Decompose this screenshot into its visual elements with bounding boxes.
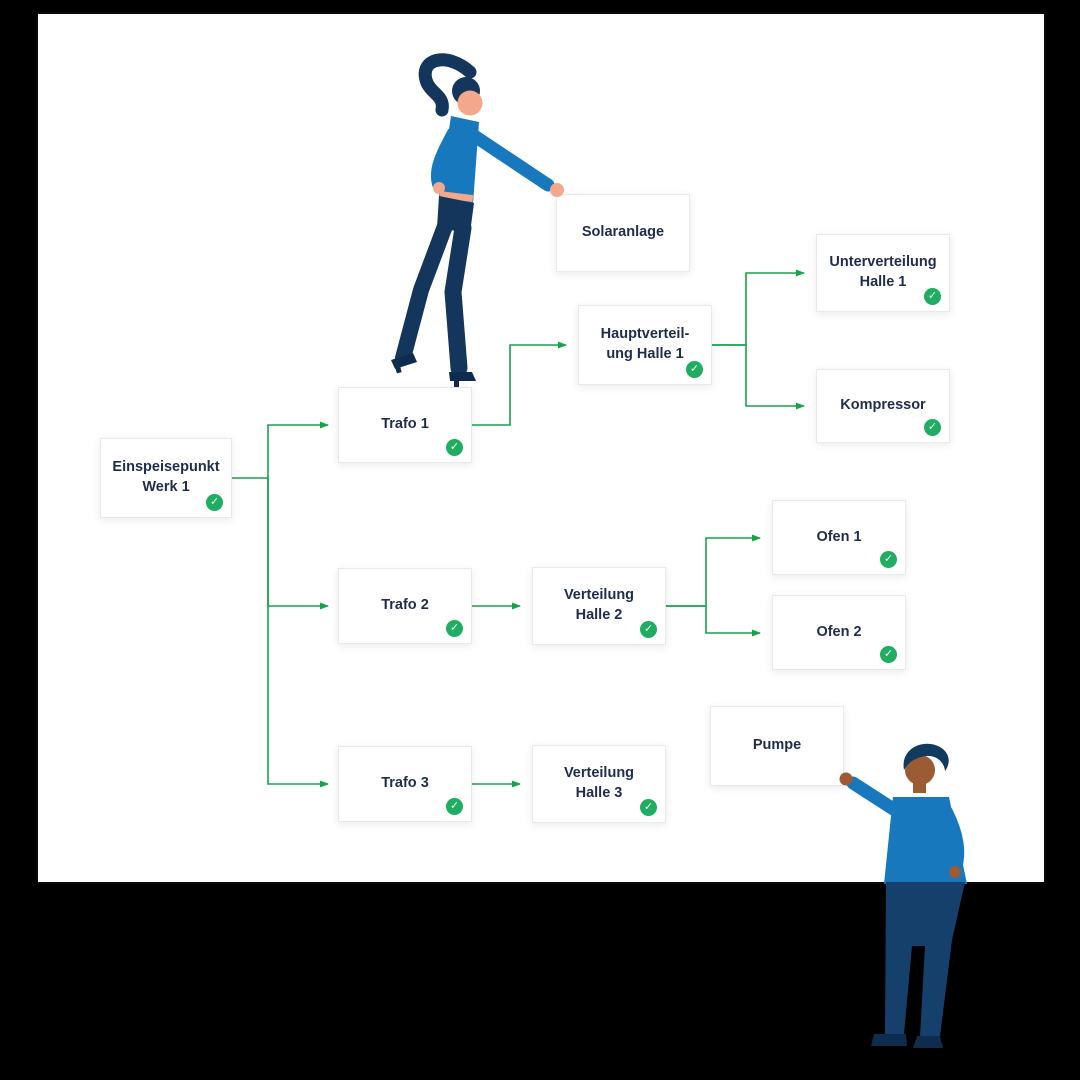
node-ofen-2: Ofen 2 ✓ bbox=[772, 595, 906, 670]
node-label: Verteilung Halle 3 bbox=[563, 765, 635, 801]
node-trafo-1: Trafo 1 ✓ bbox=[338, 387, 472, 463]
node-label: Ofen 1 bbox=[816, 528, 862, 545]
node-trafo-2: Trafo 2 ✓ bbox=[338, 568, 472, 644]
node-verteilung-halle-3: Verteilung Halle 3 ✓ bbox=[532, 745, 666, 823]
check-icon: ✓ bbox=[446, 439, 463, 456]
node-kompressor: Kompressor ✓ bbox=[816, 369, 950, 443]
node-unterverteilung-halle-1: Unterverteilung Halle 1 ✓ bbox=[816, 234, 950, 312]
check-icon: ✓ bbox=[640, 799, 657, 816]
node-einspeisepunkt-werk-1: Einspeisepunkt Werk 1 ✓ bbox=[100, 438, 232, 518]
node-label: Solaranlage bbox=[581, 224, 665, 241]
node-ofen-1: Ofen 1 ✓ bbox=[772, 500, 906, 575]
node-verteilung-halle-2: Verteilung Halle 2 ✓ bbox=[532, 567, 666, 645]
check-icon: ✓ bbox=[924, 288, 941, 305]
check-icon: ✓ bbox=[924, 419, 941, 436]
node-label: Hauptverteil- ung Halle 1 bbox=[600, 326, 690, 362]
check-icon: ✓ bbox=[446, 620, 463, 637]
man-shoe-left bbox=[871, 1034, 907, 1046]
node-hauptverteilung-halle-1: Hauptverteil- ung Halle 1 ✓ bbox=[578, 305, 712, 385]
node-pumpe: Pumpe ✓ bbox=[710, 706, 844, 786]
man-pants bbox=[885, 882, 965, 1036]
node-solaranlage: Solaranlage ✓ bbox=[556, 194, 690, 272]
node-label: Verteilung Halle 2 bbox=[563, 587, 635, 623]
node-label: Trafo 1 bbox=[381, 416, 429, 433]
check-icon: ✓ bbox=[206, 494, 223, 511]
node-label: Ofen 2 bbox=[816, 623, 862, 640]
check-icon: ✓ bbox=[640, 621, 657, 638]
node-trafo-3: Trafo 3 ✓ bbox=[338, 746, 472, 822]
node-label: Trafo 3 bbox=[381, 775, 429, 792]
node-label: Trafo 2 bbox=[381, 597, 429, 614]
node-label: Pumpe bbox=[752, 737, 802, 754]
check-icon: ✓ bbox=[686, 361, 703, 378]
check-icon: ✓ bbox=[880, 646, 897, 663]
node-label: Kompressor bbox=[840, 397, 926, 414]
node-label: Einspeisepunkt Werk 1 bbox=[112, 459, 220, 495]
node-label: Unterverteilung Halle 1 bbox=[829, 254, 937, 290]
man-shoe-right bbox=[913, 1036, 943, 1048]
check-icon: ✓ bbox=[446, 798, 463, 815]
check-icon: ✓ bbox=[880, 551, 897, 568]
